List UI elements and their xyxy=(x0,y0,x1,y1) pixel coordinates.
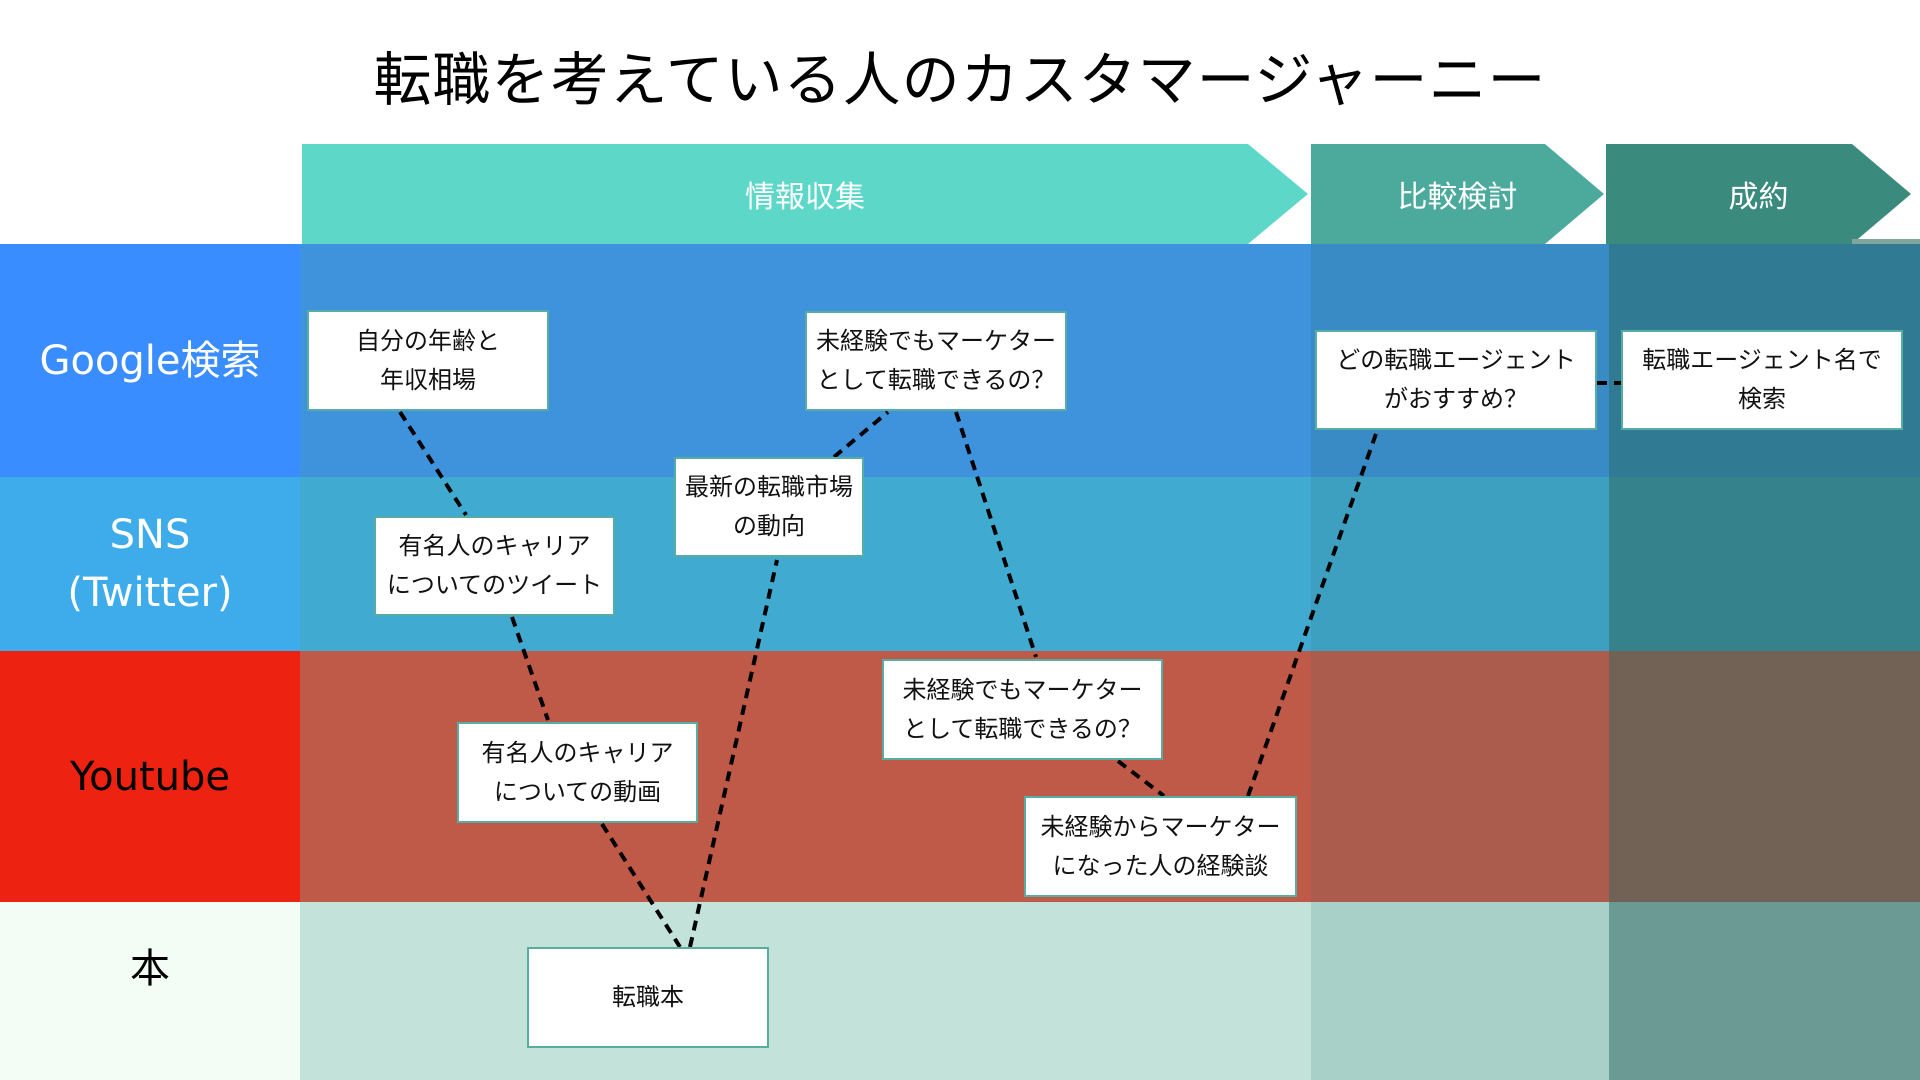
phase-contract: 成約 xyxy=(1606,144,1911,244)
cell-sns-comparison xyxy=(1311,477,1609,651)
phase-label: 情報収集 xyxy=(745,180,865,215)
touchpoint-celebrity-video: 有名人のキャリア についての動画 xyxy=(457,722,698,823)
cell-book-comparison xyxy=(1311,902,1609,1080)
touchpoint-text: どの転職エージェント がおすすめ？ xyxy=(1336,346,1576,413)
cell-youtube-contract xyxy=(1609,651,1920,902)
diagram-title: 転職を考えている人のカスタマージャーニー xyxy=(373,46,1547,114)
touchpoint-celebrity-tweet: 有名人のキャリア についてのツイート xyxy=(374,516,615,616)
channel-label-google: Google検索 xyxy=(0,244,300,477)
channel-label-book: 本 xyxy=(0,902,300,1080)
touchpoint-text: 転職エージェント名で 検索 xyxy=(1642,346,1882,413)
cell-book-information-gathering xyxy=(300,902,1311,1080)
decorative-strip xyxy=(1852,239,1920,244)
touchpoint-career-book: 転職本 xyxy=(527,947,769,1048)
touchpoint-inexperienced-search: 未経験でもマーケター として転職できるの？ xyxy=(805,311,1067,411)
touchpoint-experience-story: 未経験からマーケター になった人の経験談 xyxy=(1024,796,1297,897)
phase-arrow-shape xyxy=(302,144,1308,244)
phase-arrow-1 xyxy=(302,144,1308,244)
cell-youtube-comparison xyxy=(1311,651,1609,902)
phase-information-gathering: 情報収集 xyxy=(302,144,1308,244)
touchpoint-text: 転職本 xyxy=(612,983,684,1011)
touchpoint-text: 自分の年齢と 年収相場 xyxy=(356,326,500,394)
touchpoint-text: 最新の転職市場 の動向 xyxy=(685,473,853,540)
touchpoint-inexperienced-video: 未経験でもマーケター として転職できるの？ xyxy=(882,659,1163,760)
touchpoint-agent-name-search: 転職エージェント名で 検索 xyxy=(1621,330,1903,430)
touchpoint-text: 未経験でもマーケター として転職できるの？ xyxy=(816,327,1056,394)
channel-label-text: Google検索 xyxy=(39,337,261,384)
phase-arrow-shape xyxy=(1606,144,1911,244)
channel-label-youtube: Youtube xyxy=(0,651,300,902)
touchpoint-age-salary: 自分の年齢と 年収相場 xyxy=(307,310,549,411)
phase-label: 成約 xyxy=(1728,180,1789,215)
channel-label-text: 本 xyxy=(130,946,170,992)
phase-label: 比較検討 xyxy=(1397,180,1518,215)
touchpoint-text: 有名人のキャリア についてのツイート xyxy=(386,532,603,599)
phase-arrow-shape xyxy=(1311,144,1604,244)
touchpoint-text: 有名人のキャリア についての動画 xyxy=(481,738,674,806)
cell-book-contract xyxy=(1609,902,1920,1080)
cell-sns-contract xyxy=(1609,477,1920,651)
phase-arrow-3 xyxy=(1606,144,1911,244)
channel-label-text: Youtube xyxy=(70,753,230,800)
channel-label-text: SNS (Twitter) xyxy=(67,512,233,616)
touchpoint-text: 未経験でもマーケター として転職できるの？ xyxy=(902,675,1143,743)
touchpoint-text: 未経験からマーケター になった人の経験談 xyxy=(1040,812,1281,880)
touchpoint-market-trend: 最新の転職市場 の動向 xyxy=(674,457,864,557)
channel-label-sns: SNS (Twitter) xyxy=(0,477,300,651)
touchpoint-which-agent: どの転職エージェント がおすすめ？ xyxy=(1315,330,1597,430)
phase-comparison: 比較検討 xyxy=(1311,144,1604,244)
phase-arrow-2 xyxy=(1311,144,1604,244)
